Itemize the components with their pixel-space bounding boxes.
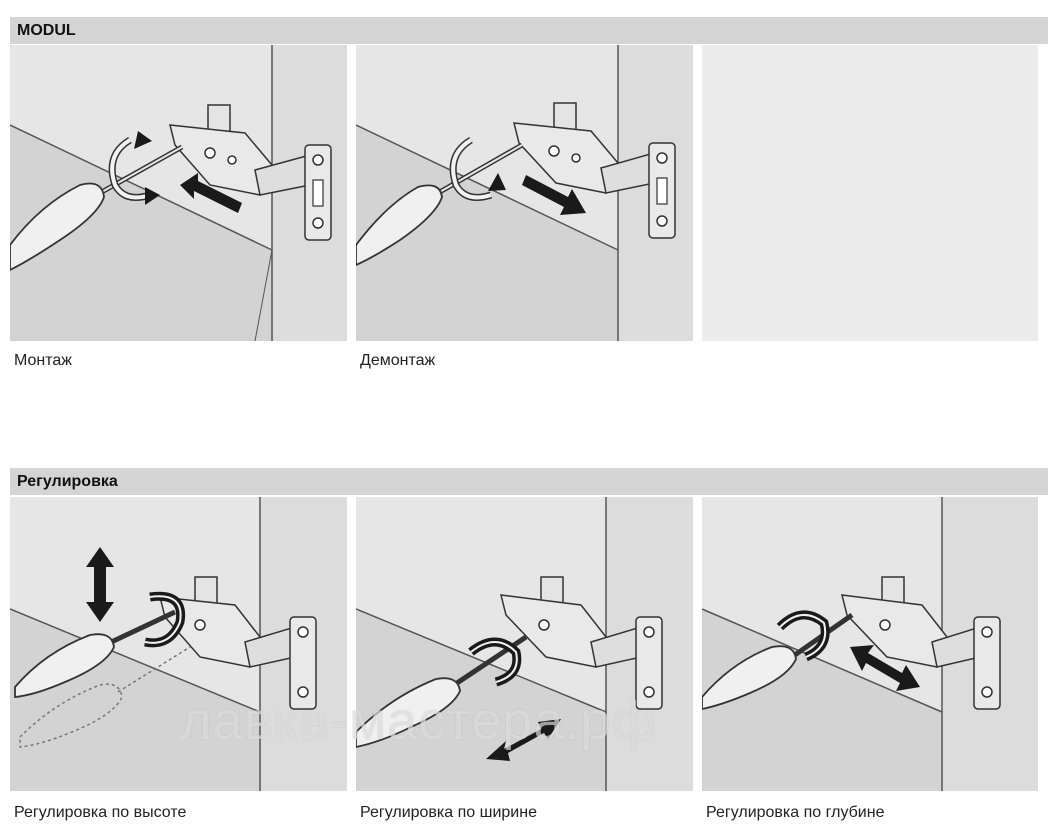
- screwdriver-icon: [14, 609, 191, 748]
- push-arrow-icon: [180, 173, 242, 213]
- caption-width-adjustment: Регулировка по ширине: [360, 804, 537, 821]
- caption-depth-adjustment: Регулировка по глубине: [706, 804, 885, 821]
- up-down-arrow-icon: [86, 547, 114, 622]
- section-title: Регулировка: [17, 473, 118, 490]
- rotate-arrow-icon: [468, 637, 522, 687]
- rotate-arrow-icon: [449, 136, 506, 201]
- illustration-mounting: [10, 45, 347, 341]
- caption-dismounting: Демонтаж: [360, 352, 436, 369]
- hinge-icon: [169, 104, 332, 241]
- caption-mounting: Монтаж: [14, 352, 72, 369]
- section-header-modul: MODUL: [10, 17, 1048, 44]
- rotate-arrow-icon: [108, 131, 160, 205]
- pull-arrow-icon: [522, 175, 586, 215]
- hinge-icon: [500, 576, 663, 710]
- cabinet-floor: [10, 125, 272, 341]
- section-title: MODUL: [17, 22, 76, 39]
- hinge-icon: [513, 102, 676, 239]
- illustration-dismounting: [356, 45, 693, 341]
- illustration-width-adjustment: [356, 497, 693, 791]
- empty-panel: [702, 45, 1038, 341]
- cabinet-floor: [356, 125, 618, 341]
- section-header-adjustment: Регулировка: [10, 468, 1048, 495]
- rotate-arrow-icon: [776, 610, 830, 662]
- rotate-arrow-icon: [144, 591, 186, 648]
- screwdriver-icon: [356, 142, 524, 266]
- diagonal-arrow-icon: [850, 645, 920, 691]
- hinge-icon: [841, 576, 1001, 710]
- illustration-depth-adjustment: [702, 497, 1038, 791]
- illustration-height-adjustment: [10, 497, 347, 791]
- caption-height-adjustment: Регулировка по высоте: [14, 804, 187, 821]
- diagonal-arrow-icon: [486, 719, 561, 761]
